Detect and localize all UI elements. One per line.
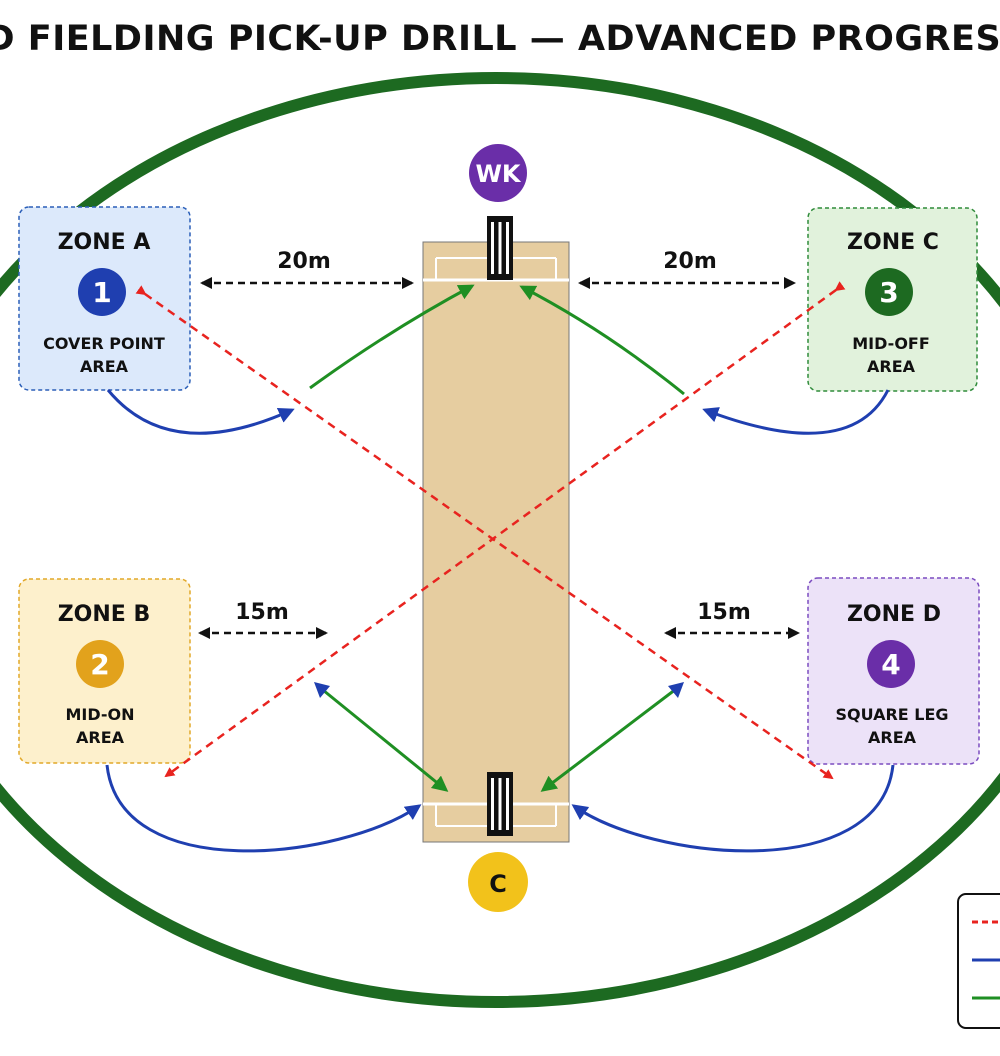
zone-a-number: 1 [92, 276, 111, 309]
catcher-label: C [489, 870, 507, 898]
catcher-marker: C [468, 852, 528, 912]
legend [957, 893, 1000, 1029]
zone-d-title: ZONE D [847, 602, 941, 627]
distance-bottom-right: 15m [664, 600, 800, 639]
green-throw-bottom-right [540, 684, 681, 792]
zone-a: ZONE A 1 COVER POINT AREA [18, 206, 191, 391]
zone-b-number: 2 [90, 648, 109, 681]
zone-c-number: 3 [879, 276, 898, 309]
stumps-top [487, 216, 513, 280]
zone-c-badge [865, 268, 913, 316]
zone-a-label-line1: COVER POINT [43, 334, 165, 353]
blue-run-zone-a [106, 389, 295, 435]
zone-b-label-line2: AREA [76, 728, 125, 747]
green-throw-top-right [519, 285, 685, 396]
zone-b-badge [76, 640, 124, 688]
zone-d-number: 4 [881, 648, 900, 681]
blue-arrowhead-bottom-left [314, 682, 330, 698]
zone-d-label-line1: SQUARE LEG [835, 705, 948, 724]
wicketkeeper-label: WK [475, 160, 521, 188]
zone-d: ZONE D 4 SQUARE LEG AREA [807, 577, 980, 765]
zone-b: ZONE B 2 MID-ON AREA [18, 578, 191, 764]
green-throw-bottom-left [317, 684, 449, 792]
page-title: ROUND FIELDING PICK-UP DRILL — ADVANCED … [0, 19, 1000, 59]
distance-label-bottom-left: 15m [235, 600, 289, 625]
distance-top-right: 20m [578, 249, 796, 289]
blue-run-zone-d [571, 764, 895, 853]
zone-d-label-line2: AREA [868, 728, 917, 747]
blue-run-zone-b [105, 764, 422, 853]
stumps-bottom [487, 772, 513, 836]
blue-arrowhead-bottom-right [668, 682, 684, 698]
zone-c-label-line2: AREA [867, 357, 916, 376]
zone-c: ZONE C 3 MID-OFF AREA [807, 207, 978, 392]
green-throw-top-left [309, 284, 475, 390]
red-throw-zone-a-to-zone-d [135, 285, 834, 780]
zone-a-label-line2: AREA [80, 357, 129, 376]
distance-bottom-left: 15m [198, 600, 328, 639]
distance-label-top-left: 20m [277, 249, 331, 274]
zone-b-title: ZONE B [58, 602, 151, 627]
zone-d-badge [867, 640, 915, 688]
zone-a-title: ZONE A [58, 230, 151, 255]
zone-b-label-line1: MID-ON [65, 705, 134, 724]
distance-label-bottom-right: 15m [697, 600, 751, 625]
wicketkeeper-marker: WK [469, 144, 527, 202]
blue-run-zone-c [702, 389, 890, 435]
zone-a-badge [78, 268, 126, 316]
distance-label-top-right: 20m [663, 249, 717, 274]
zone-c-label-line1: MID-OFF [852, 334, 930, 353]
boundary-rope [0, 72, 1000, 1008]
pitch [422, 241, 570, 843]
distance-top-left: 20m [200, 249, 414, 289]
zone-c-title: ZONE C [847, 230, 939, 255]
